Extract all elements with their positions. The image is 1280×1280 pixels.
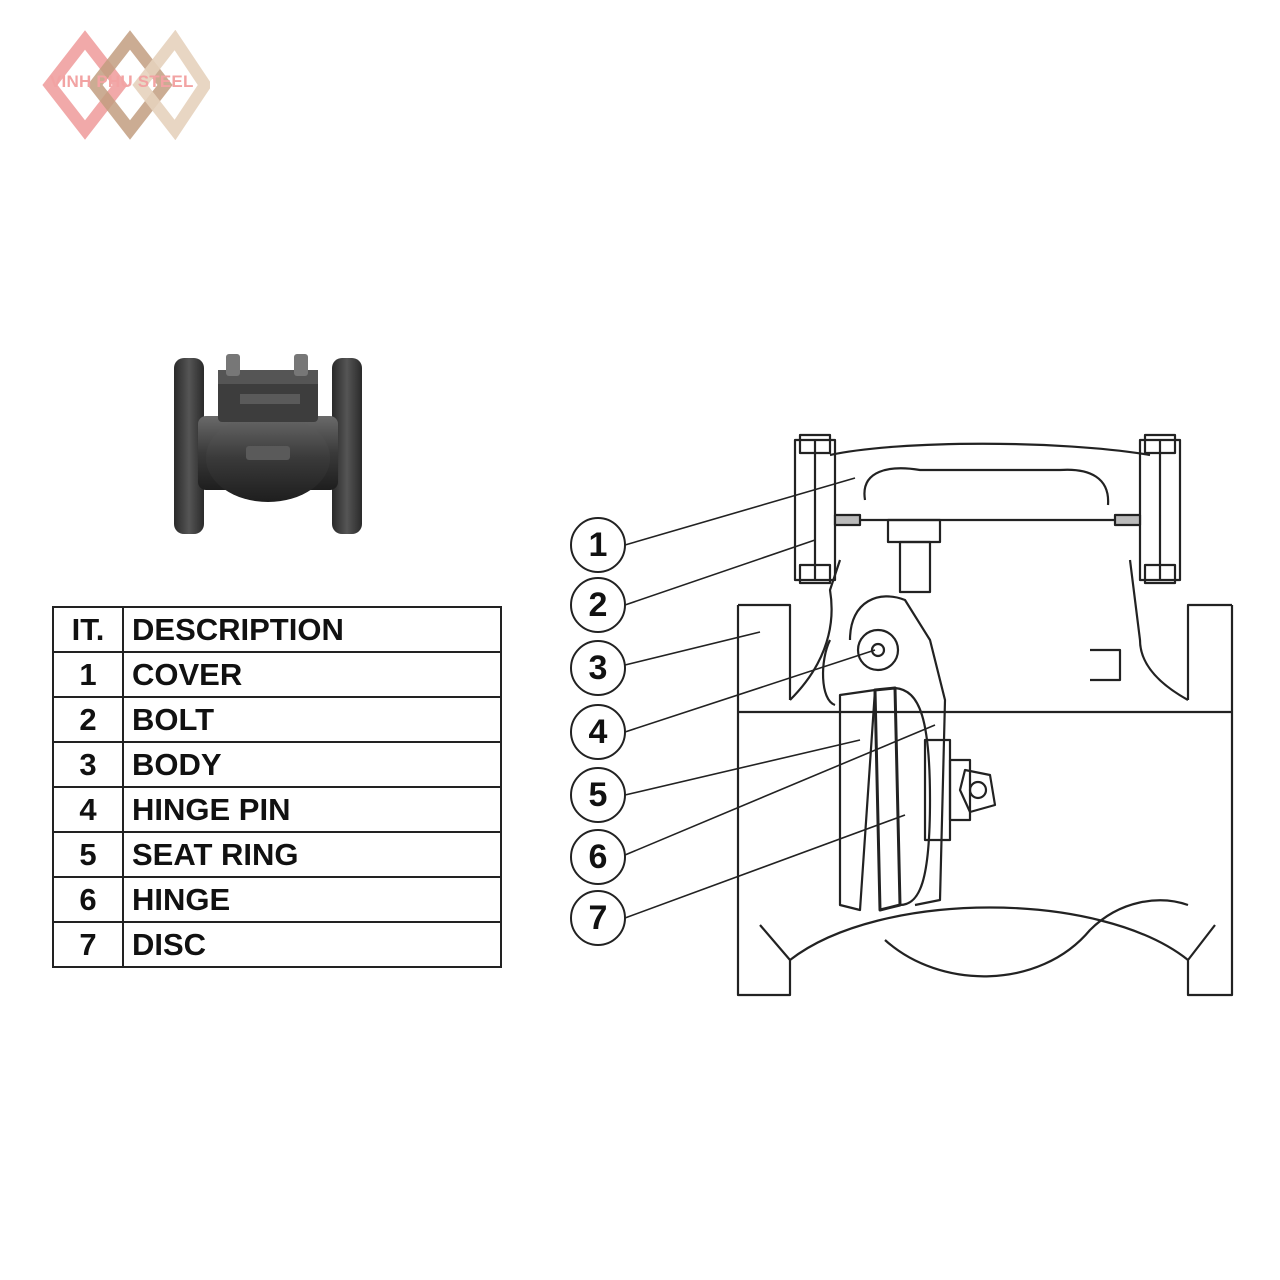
row-description: HINGE	[122, 876, 502, 923]
row-item: 4	[52, 786, 124, 833]
row-description: HINGE PIN	[122, 786, 502, 833]
callout-6-label: 6	[589, 838, 608, 876]
row-description: BODY	[122, 741, 502, 788]
parts-table: IT. DESCRIPTION 1 COVER 2 BOLT 3 BODY 4 …	[52, 606, 502, 968]
table-row: 2 BOLT	[52, 696, 502, 743]
table-row: 4 HINGE PIN	[52, 786, 502, 833]
callout-3: 3	[570, 640, 626, 696]
table-row: 5 SEAT RING	[52, 831, 502, 878]
table-header-row: IT. DESCRIPTION	[52, 606, 502, 653]
row-description: SEAT RING	[122, 831, 502, 878]
callout-7-label: 7	[589, 899, 608, 937]
callout-6: 6	[570, 829, 626, 885]
row-item: 3	[52, 741, 124, 788]
table-row: 6 HINGE	[52, 876, 502, 923]
callout-1-label: 1	[589, 526, 608, 564]
table-row: 1 COVER	[52, 651, 502, 698]
callout-2: 2	[570, 577, 626, 633]
header-description: DESCRIPTION	[122, 606, 502, 653]
row-item: 2	[52, 696, 124, 743]
header-item: IT.	[52, 606, 124, 653]
row-description: BOLT	[122, 696, 502, 743]
row-description: COVER	[122, 651, 502, 698]
row-description: DISC	[122, 921, 502, 968]
valve-photo	[168, 350, 378, 540]
row-item: 5	[52, 831, 124, 878]
table-row: 7 DISC	[52, 921, 502, 968]
callout-5: 5	[570, 767, 626, 823]
row-item: 1	[52, 651, 124, 698]
brand-name: VINH PHU STEEL	[50, 72, 194, 91]
callout-3-label: 3	[589, 649, 608, 687]
callout-4-label: 4	[589, 713, 608, 751]
table-row: 3 BODY	[52, 741, 502, 788]
callout-1: 1	[570, 517, 626, 573]
row-item: 6	[52, 876, 124, 923]
callout-4: 4	[570, 704, 626, 760]
valve-cross-section-diagram: 1 2 3 4 5 6 7	[570, 433, 1234, 997]
callout-5-label: 5	[589, 776, 608, 814]
row-item: 7	[52, 921, 124, 968]
callout-2-label: 2	[589, 586, 608, 624]
logo	[40, 29, 213, 141]
callout-7: 7	[570, 890, 626, 946]
logo-mark-icon	[42, 29, 213, 141]
